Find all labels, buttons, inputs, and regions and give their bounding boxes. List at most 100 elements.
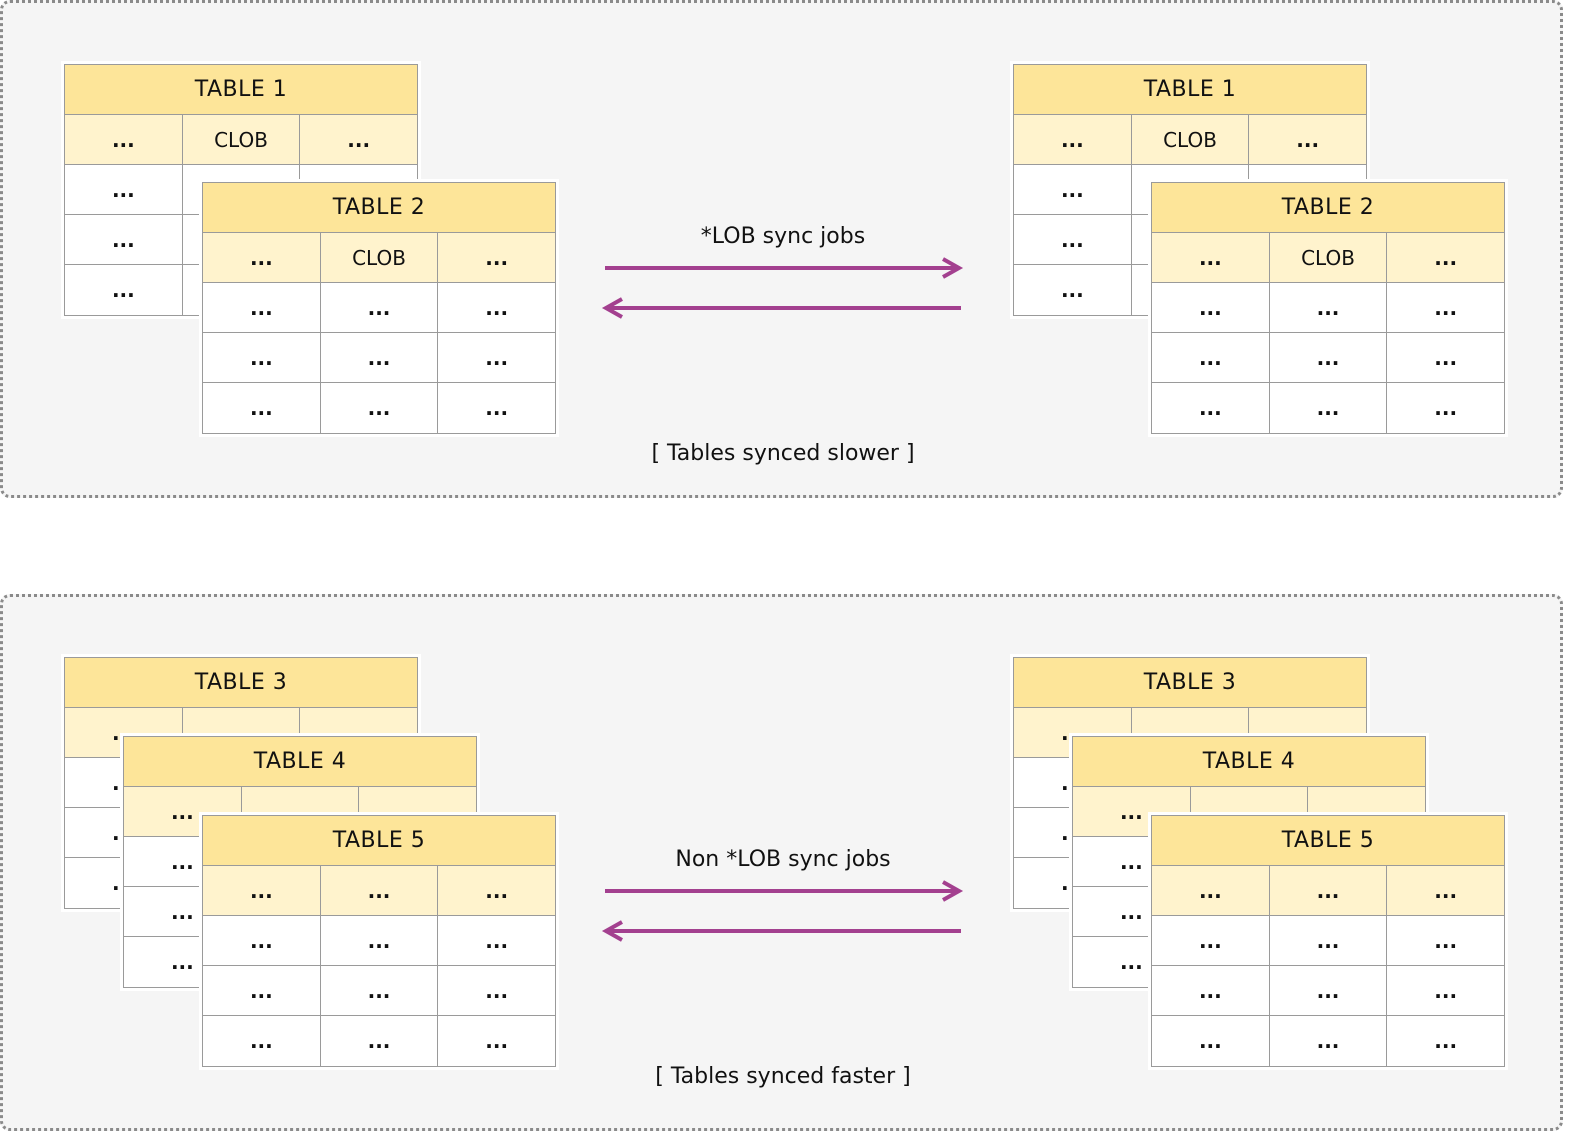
table-row: ......... [1152,383,1504,433]
caption: [ Tables synced slower ] [651,441,915,466]
table-header-cell: ... [1296,127,1320,152]
table-header-cell: ... [1434,245,1458,270]
arrow-left-head [601,297,623,319]
table-title: TABLE 4 [1073,737,1425,787]
table-cell: ... [485,928,509,953]
table-row: ......... [1152,283,1504,333]
table-title: TABLE 1 [1014,65,1366,115]
table-cell: ... [1014,215,1132,264]
table-cell: ... [321,383,439,433]
table-cell: ... [485,978,509,1003]
table-header-row: ......... [203,866,555,916]
table-cell: ... [1434,928,1458,953]
table-cell: ... [65,165,183,214]
table-header-cell: ... [1270,866,1388,915]
arrow-right-head [942,257,964,279]
sync-arrows [601,257,964,319]
caption: [ Tables synced faster ] [655,1064,911,1089]
table-cell: ... [485,345,509,370]
table-title: TABLE 5 [203,816,555,866]
table-title: TABLE 2 [1152,183,1504,233]
table-row: ......... [203,283,555,333]
table-header-cell: ... [1152,233,1270,282]
table-cell: ... [321,966,439,1015]
table-header-cell: ... [203,233,321,282]
table-cell: ... [1434,978,1458,1003]
table-cell: ... [321,283,439,332]
table-cell: ... [1014,265,1132,315]
table-cell: ... [321,916,439,965]
table-cell: ... [1152,383,1270,433]
table-cell: ... [321,1016,439,1066]
table-header-cell: CLOB [183,115,301,164]
table-cell: ... [1434,295,1458,320]
table-cell: ... [321,333,439,382]
table-cell: ... [1152,1016,1270,1066]
table-card: TABLE 2...CLOB..........................… [1151,182,1505,434]
table-header-cell: ... [1073,787,1191,836]
arrow-label: *LOB sync jobs [700,224,866,249]
table-cell: ... [203,916,321,965]
table-header-row: ...CLOB... [1014,115,1366,165]
table-header-cell: ... [65,115,183,164]
table-cell: ... [1152,966,1270,1015]
table-header-cell: CLOB [1270,233,1388,282]
table-cell: ... [1270,966,1388,1015]
table-cell: ... [485,396,509,420]
table-row: ......... [203,383,555,433]
table-cell: ... [1014,165,1132,214]
table-header-cell: ... [485,878,509,903]
table-header-cell: ... [203,866,321,915]
table-row: ......... [1152,916,1504,966]
table-cell: ... [203,1016,321,1066]
table-title: TABLE 5 [1152,816,1504,866]
table-cell: ... [1152,283,1270,332]
table-card: TABLE 5.................................… [1151,815,1505,1067]
table-header-cell: ... [347,127,371,152]
table-cell: ... [1270,383,1388,433]
arrow-label: Non *LOB sync jobs [675,847,891,872]
table-card: TABLE 5.................................… [202,815,556,1067]
table-row: ......... [203,916,555,966]
table-row: ......... [1152,966,1504,1016]
sync-arrows [601,880,964,942]
table-cell: ... [65,215,183,264]
table-cell: ... [1270,333,1388,382]
table-cell: ... [1152,916,1270,965]
table-row: ......... [1152,1016,1504,1066]
table-row: ......... [203,1016,555,1066]
table-header-row: ...CLOB... [203,233,555,283]
table-cell: ... [203,383,321,433]
table-header-cell: ... [485,245,509,270]
table-row: ......... [203,333,555,383]
table-cell: ... [1434,396,1458,420]
table-header-cell: ... [1434,878,1458,903]
arrow-left-head [601,920,623,942]
table-header-cell: CLOB [321,233,439,282]
table-title: TABLE 3 [65,658,417,708]
table-cell: ... [1270,916,1388,965]
table-header-cell: CLOB [1132,115,1250,164]
table-cell: ... [1434,1029,1458,1053]
table-cell: ... [1152,333,1270,382]
table-cell: ... [1270,1016,1388,1066]
table-cell: ... [203,333,321,382]
table-title: TABLE 4 [124,737,476,787]
table-row: ......... [1152,333,1504,383]
table-title: TABLE 1 [65,65,417,115]
table-title: TABLE 2 [203,183,555,233]
table-header-cell: ... [1152,866,1270,915]
table-header-row: ...CLOB... [65,115,417,165]
table-card: TABLE 2...CLOB..........................… [202,182,556,434]
table-header-row: ......... [1152,866,1504,916]
table-header-cell: ... [124,787,242,836]
table-header-cell: ... [321,866,439,915]
table-cell: ... [203,966,321,1015]
table-row: ......... [203,966,555,1016]
table-title: TABLE 3 [1014,658,1366,708]
table-cell: ... [1270,283,1388,332]
arrow-right-head [942,880,964,902]
table-cell: ... [203,283,321,332]
table-header-row: ...CLOB... [1152,233,1504,283]
table-cell: ... [1434,345,1458,370]
